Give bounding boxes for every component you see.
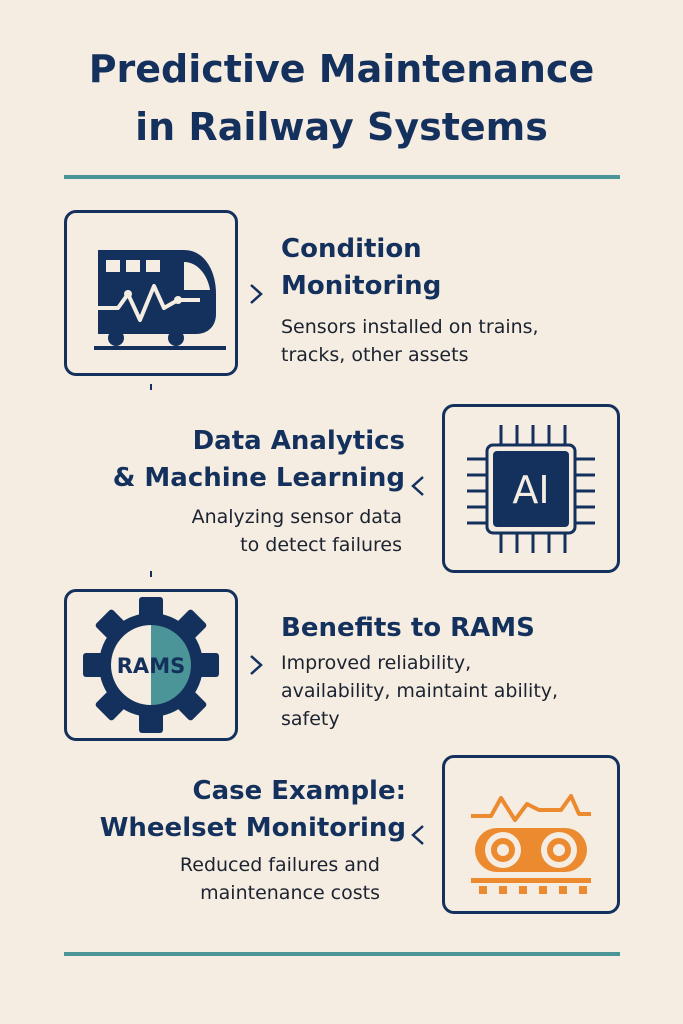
title-line-1: Predictive Maintenance bbox=[88, 47, 595, 91]
wheelset-card bbox=[442, 755, 620, 914]
condition-monitoring-desc-line-1: Sensors installed on trains, bbox=[281, 316, 539, 338]
data-analytics-description: Analyzing sensor data to detect failures bbox=[60, 503, 402, 559]
condition-monitoring-description: Sensors installed on trains, tracks, oth… bbox=[281, 313, 539, 369]
condition-monitoring-heading: Condition Monitoring bbox=[281, 231, 441, 305]
chevron-right-icon bbox=[250, 284, 263, 304]
data-analytics-card: AI bbox=[442, 404, 620, 573]
rams-label: RAMS bbox=[117, 654, 185, 678]
case-example-desc-line-2: maintenance costs bbox=[200, 882, 380, 904]
rams-heading: Benefits to RAMS bbox=[281, 610, 535, 647]
data-analytics-heading-line-2: & Machine Learning bbox=[112, 463, 405, 493]
rams-desc-line-2: availability, maintaint ability, bbox=[281, 680, 559, 702]
case-example-heading-line-1: Case Example: bbox=[192, 776, 406, 806]
condition-monitoring-desc-line-2: tracks, other assets bbox=[281, 344, 469, 366]
rams-description: Improved reliability, availability, main… bbox=[281, 649, 558, 733]
rams-heading-line-1: Benefits to RAMS bbox=[281, 613, 535, 643]
rams-desc-line-1: Improved reliability, bbox=[281, 652, 472, 674]
condition-monitoring-card bbox=[64, 210, 238, 376]
rams-desc-line-3: safety bbox=[281, 708, 340, 730]
data-analytics-desc-line-2: to detect failures bbox=[240, 534, 402, 556]
chevron-left-icon bbox=[411, 476, 424, 496]
case-example-description: Reduced failures and maintenance costs bbox=[60, 851, 380, 907]
ai-chip-label: AI bbox=[512, 468, 549, 512]
rams-card: RAMS bbox=[64, 589, 238, 741]
connector-tick bbox=[150, 571, 152, 577]
top-divider bbox=[64, 175, 620, 179]
connector-tick bbox=[150, 384, 152, 390]
case-example-heading: Case Example: Wheelset Monitoring bbox=[40, 773, 406, 847]
data-analytics-heading-line-1: Data Analytics bbox=[192, 426, 405, 456]
data-analytics-desc-line-1: Analyzing sensor data bbox=[191, 506, 402, 528]
condition-monitoring-heading-line-1: Condition bbox=[281, 234, 422, 264]
data-analytics-heading: Data Analytics & Machine Learning bbox=[60, 423, 405, 497]
chevron-left-icon bbox=[411, 825, 424, 845]
title-line-2: in Railway Systems bbox=[135, 105, 548, 149]
ai-chip-icon: AI bbox=[467, 424, 595, 553]
bottom-divider bbox=[64, 952, 620, 956]
train-heartbeat-icon bbox=[94, 250, 226, 350]
rams-gear-icon: RAMS bbox=[83, 597, 219, 733]
chevron-right-icon bbox=[250, 655, 263, 675]
case-example-desc-line-1: Reduced failures and bbox=[179, 854, 380, 876]
condition-monitoring-heading-line-2: Monitoring bbox=[281, 271, 442, 301]
case-example-heading-line-2: Wheelset Monitoring bbox=[99, 813, 406, 843]
wheelset-icon bbox=[471, 793, 591, 894]
page-title: Predictive Maintenance in Railway System… bbox=[0, 40, 683, 156]
